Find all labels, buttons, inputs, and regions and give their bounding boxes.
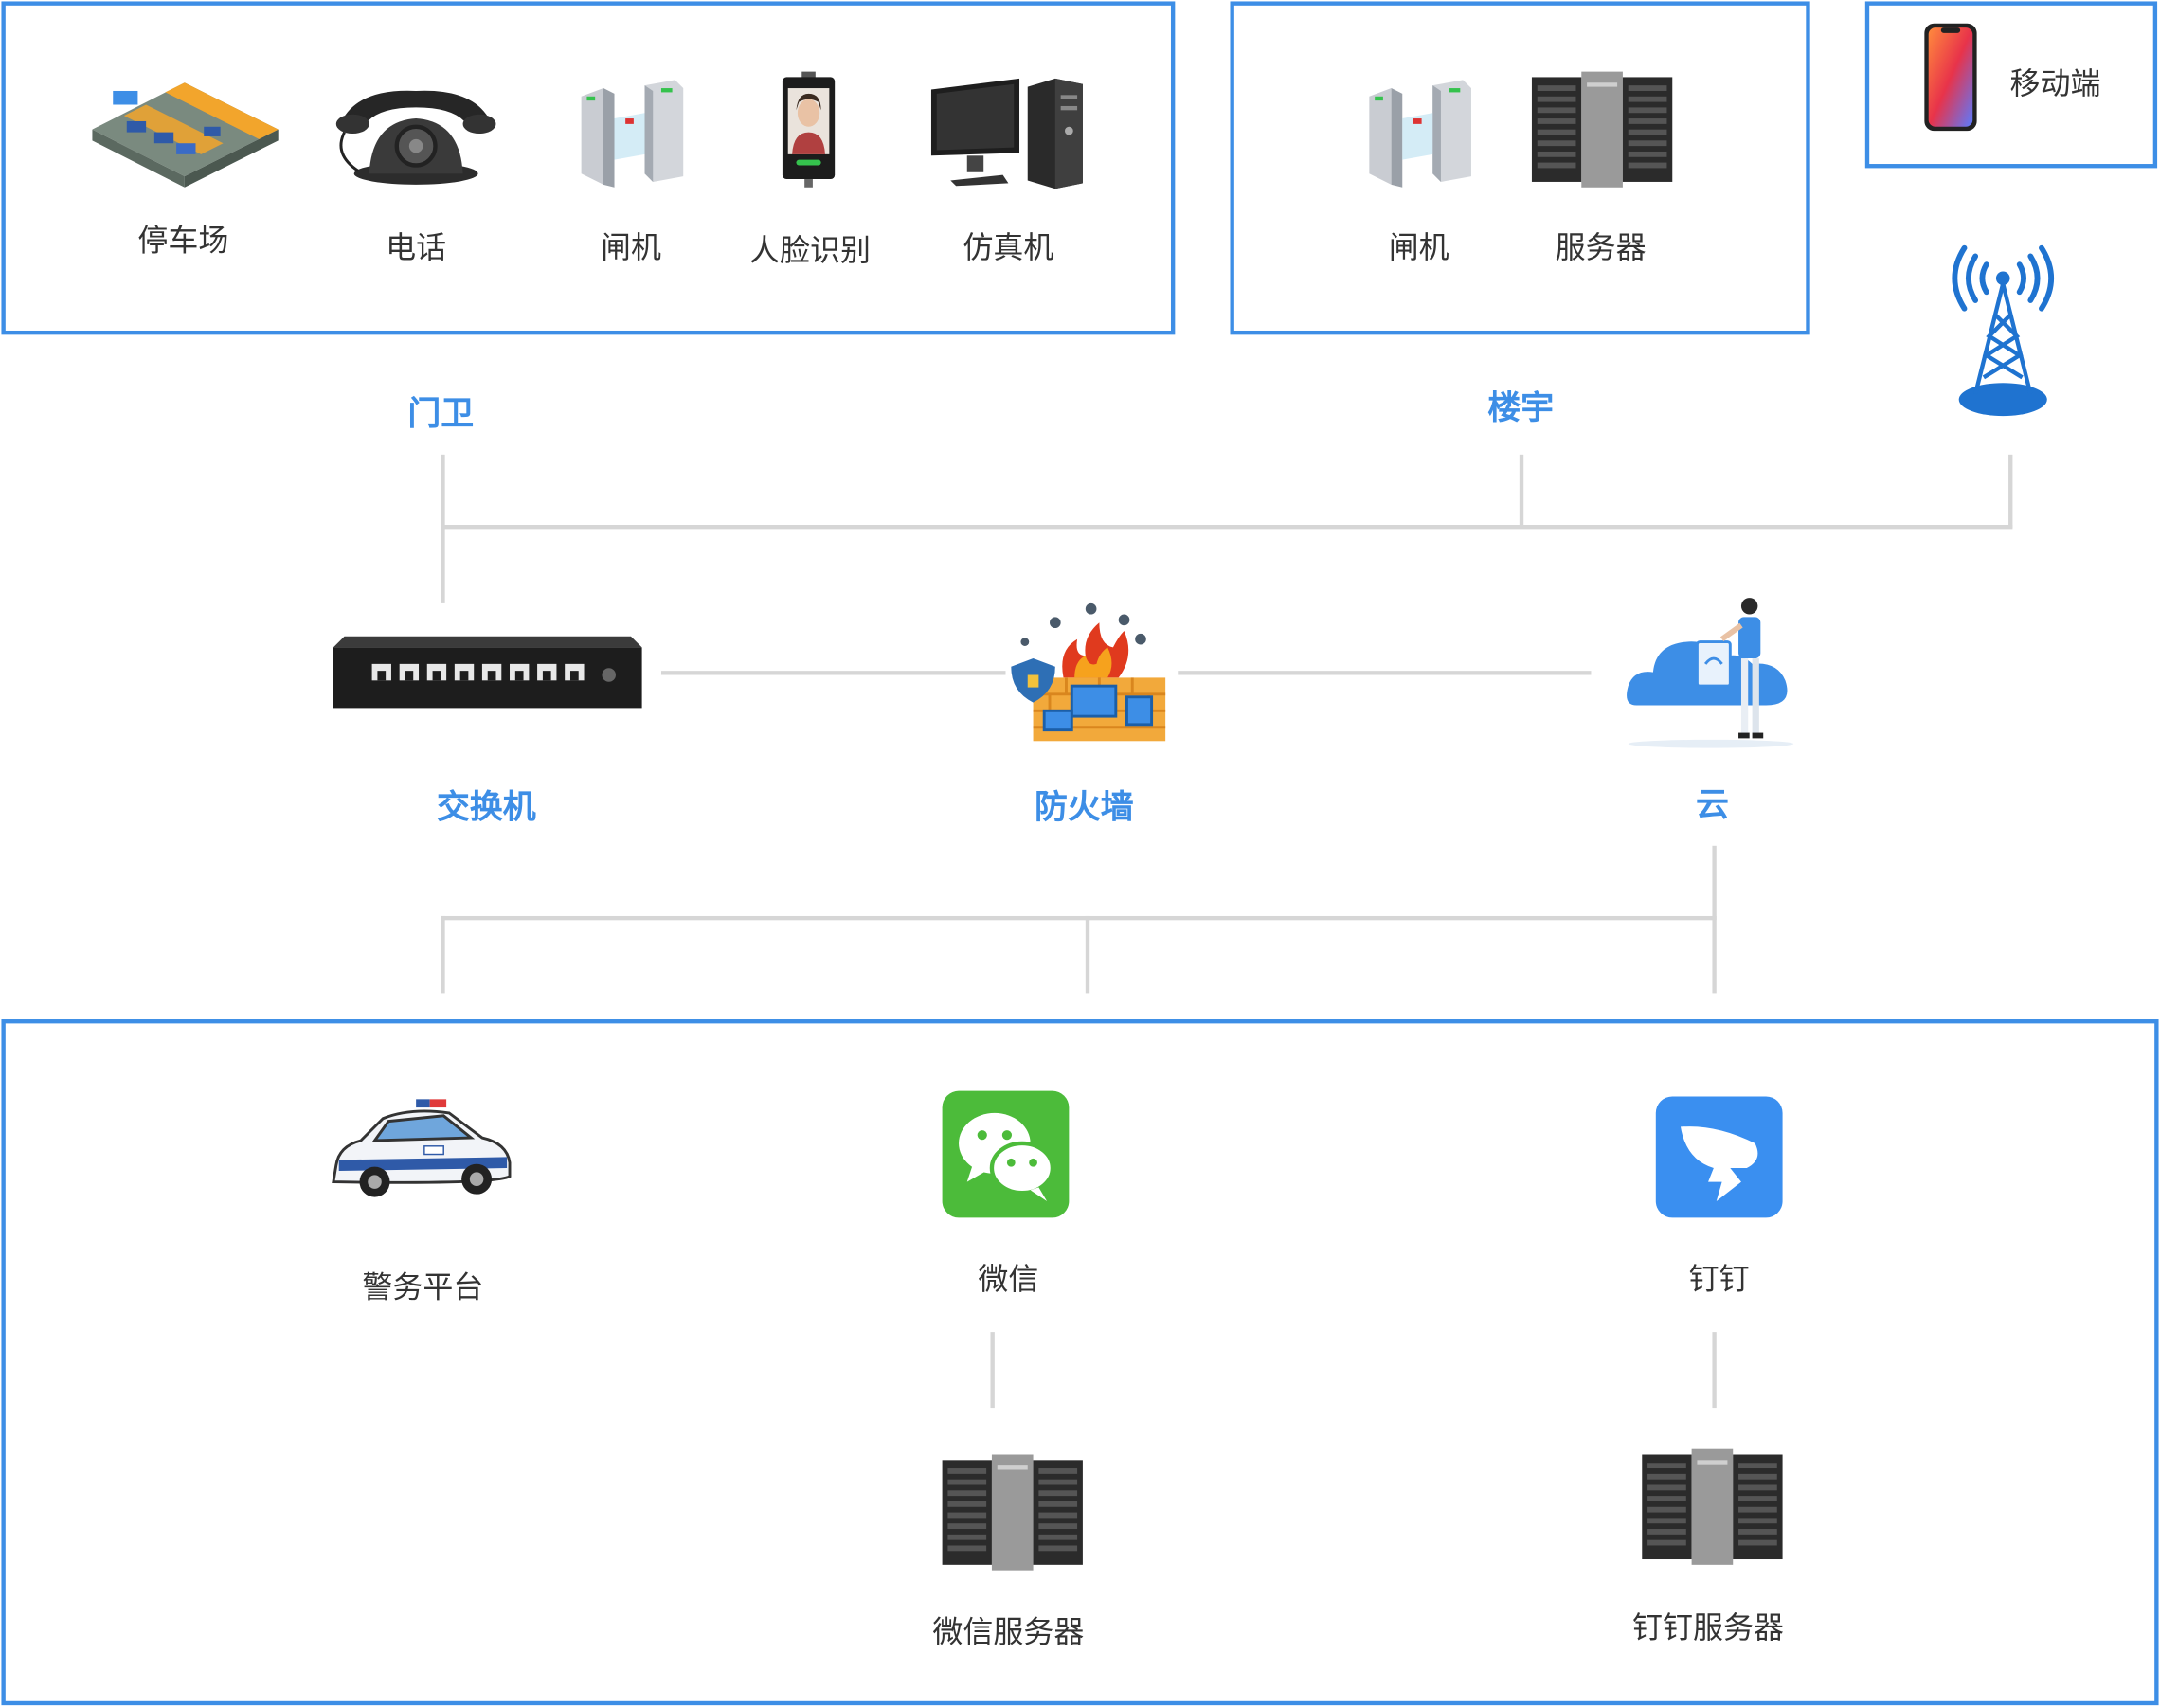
connector-line xyxy=(441,454,445,603)
mobile-label: 移动端 xyxy=(2009,65,2101,101)
cloud-label: 云 xyxy=(1695,786,1729,824)
building-item-label: 服务器 xyxy=(1555,229,1647,265)
cloud-icon xyxy=(1627,598,1794,748)
building-group-title: 楼宇 xyxy=(1487,389,1555,427)
telephone-icon xyxy=(335,90,496,185)
connector-line xyxy=(2008,454,2013,528)
firewall-icon xyxy=(1011,602,1166,742)
platforms-panel xyxy=(1,1019,2159,1706)
connector-line xyxy=(1519,454,1524,528)
turnstile-icon xyxy=(1369,80,1471,188)
firewall-label: 防火墙 xyxy=(1035,789,1134,827)
gate-item-label: 仿真机 xyxy=(963,229,1054,265)
gate-item-label: 闸机 xyxy=(600,229,661,265)
wechat-server-label: 微信服务器 xyxy=(932,1614,1085,1649)
police-platform-label: 警务平台 xyxy=(362,1269,484,1305)
server-icon xyxy=(942,1454,1083,1571)
wechat-label: 微信 xyxy=(978,1261,1039,1297)
turnstile-icon xyxy=(581,80,684,188)
smartphone-icon xyxy=(1924,23,1977,132)
dingtalk-server-label: 钉钉服务器 xyxy=(1632,1609,1785,1645)
connector-line xyxy=(441,915,1717,921)
server-icon xyxy=(1642,1448,1783,1565)
building-item-label: 闸机 xyxy=(1388,229,1449,265)
dingtalk-icon xyxy=(1655,1096,1783,1218)
gate-item-label: 电话 xyxy=(386,229,447,265)
switch-label: 交换机 xyxy=(436,789,536,827)
gate-item-label: 人脸识别 xyxy=(748,232,871,268)
signal-tower-icon xyxy=(1952,244,2054,417)
desktop-computer-icon xyxy=(930,78,1083,189)
server-icon xyxy=(1531,71,1673,188)
parking-lot-icon xyxy=(92,82,279,188)
gate-group-title: 门卫 xyxy=(407,395,475,433)
building-devices-panel xyxy=(1230,1,1810,335)
gate-item-label: 停车场 xyxy=(137,223,229,258)
police-car-icon xyxy=(332,1099,512,1197)
connector-line xyxy=(1085,915,1090,994)
network-switch-icon xyxy=(333,636,642,709)
mobile-panel xyxy=(1864,1,2158,169)
connector-line xyxy=(1712,1332,1717,1409)
connector-line xyxy=(441,915,445,994)
connector-line xyxy=(441,525,2013,530)
connector-line xyxy=(660,671,1006,675)
connector-line xyxy=(990,1332,995,1409)
connector-line xyxy=(1178,671,1592,675)
wechat-icon xyxy=(942,1090,1070,1218)
dingtalk-label: 钉钉 xyxy=(1688,1261,1750,1297)
face-recognition-icon xyxy=(782,71,836,188)
